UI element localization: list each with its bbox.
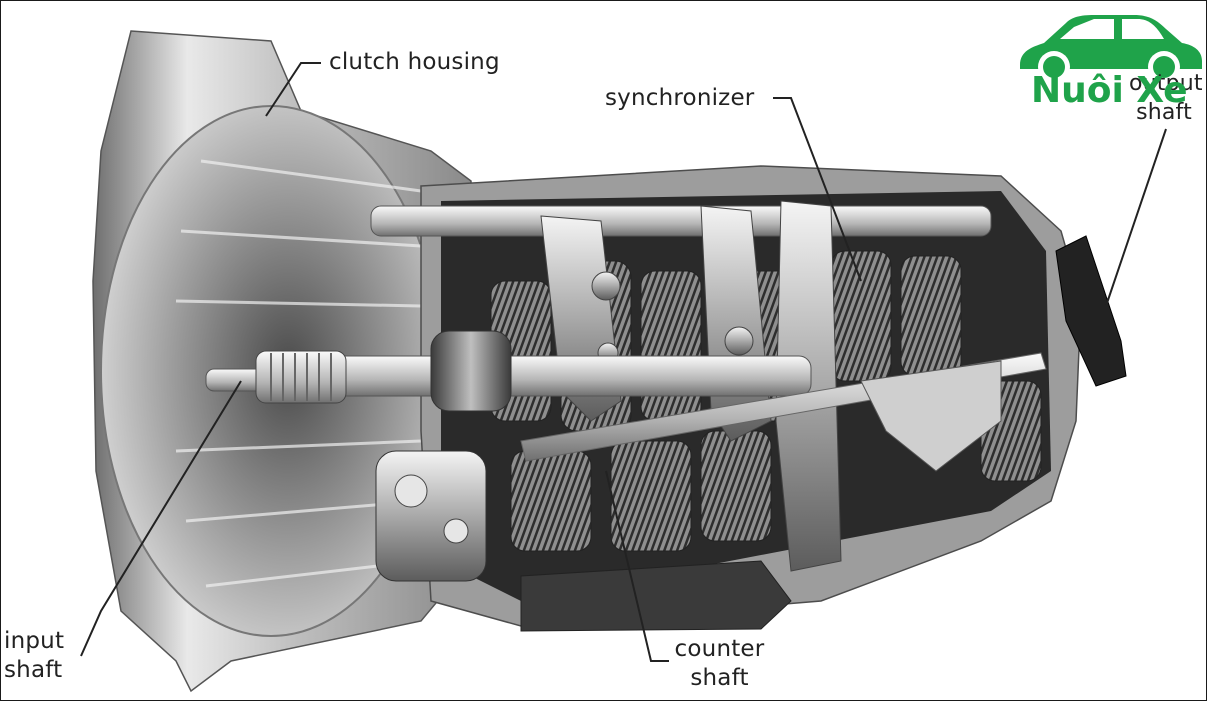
lower-gear-cluster [510,380,1042,552]
carrier-shape [860,360,1002,472]
clutch-housing-label: clutch housing [329,49,500,75]
selector-rod-shape [370,205,992,237]
output-shaft-leader [1105,128,1167,307]
oil-pump-shape [375,450,487,582]
input-shaft-leader [80,380,242,657]
input-bearing-shape [430,330,512,412]
output-shaft-label: output shaft [1129,71,1203,125]
leader-lines [80,62,1167,662]
car-icon [1020,15,1202,83]
oil-pan-shape [520,560,792,632]
input-shaft-label: input shaft [4,628,65,683]
clutch-housing-leader [265,62,321,117]
main-shaft-shape [270,355,812,397]
synchronizer-label: synchronizer [605,85,755,111]
input-shaft-shape [205,350,347,404]
watermark-text: Nuôi Xe [1031,70,1188,111]
synchronizer-leader [773,97,862,282]
counter-shaft-label: counter shaft [674,636,765,691]
counter-shaft-leader [605,470,669,662]
output-flange-shape [1055,235,1127,387]
